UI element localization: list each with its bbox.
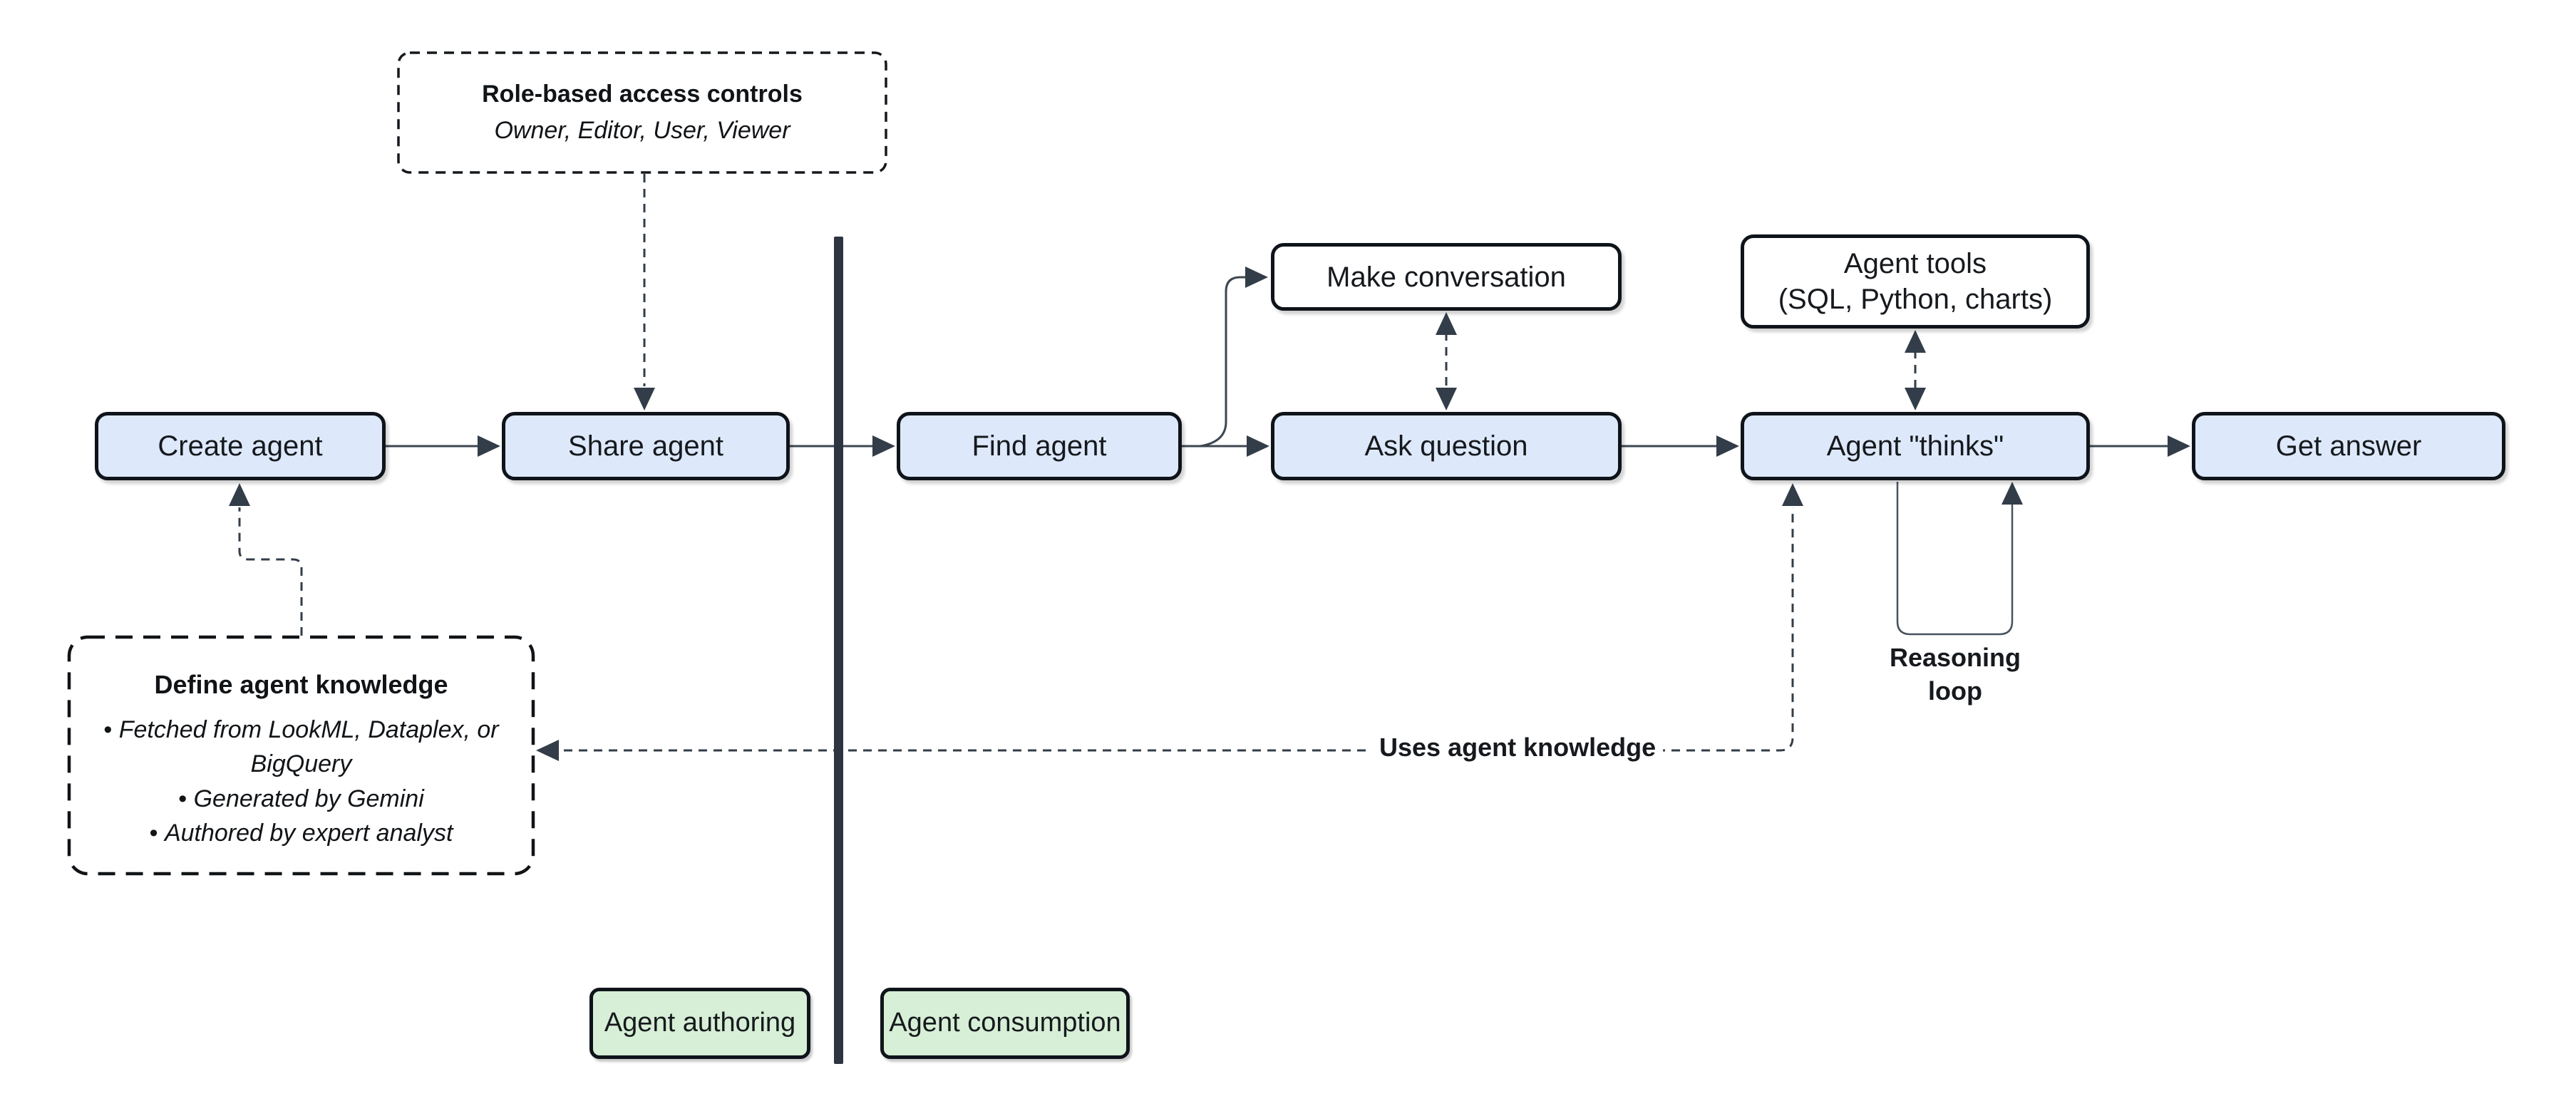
lane-label: Agent authoring: [604, 1008, 796, 1038]
note-subtitle: Owner, Editor, User, Viewer: [494, 117, 790, 144]
note-define-agent-knowledge: Define agent knowledge Fetched from Look…: [68, 636, 535, 875]
note-bullet: Authored by expert analyst: [102, 816, 501, 850]
note-bullet: Fetched from LookML, Dataplex, or BigQue…: [102, 713, 501, 782]
node-sublabel: (SQL, Python, charts): [1778, 284, 2053, 315]
note-title: Define agent knowledge: [154, 670, 448, 699]
arrow-create-to-share: [386, 435, 500, 457]
arrow-find-to-ask: [1182, 435, 1269, 457]
lane-divider: [834, 237, 843, 1064]
node-ask-question: Ask question: [1271, 412, 1622, 480]
node-label: Share agent: [568, 430, 723, 462]
rbac-note-border: [397, 51, 887, 174]
dashed-arrow-rbac-to-share: [634, 174, 655, 410]
lane-tag-agent-authoring: Agent authoring: [589, 988, 810, 1059]
arrow-find-to-make-conversation: [1200, 267, 1268, 448]
node-make-conversation: Make conversation: [1271, 243, 1622, 311]
node-label: Get answer: [2275, 430, 2422, 462]
node-create-agent: Create agent: [95, 412, 386, 480]
reasoning-loop-label: Reasoning loop: [1889, 643, 2021, 706]
node-label: Create agent: [158, 430, 323, 462]
arrow-share-to-find: [790, 435, 895, 457]
node-label: Make conversation: [1326, 261, 1566, 293]
reasoning-loop-connector: [1896, 482, 2023, 636]
dashed-double-arrow-make-ask: [1436, 312, 1457, 410]
node-get-answer: Get answer: [2192, 412, 2505, 480]
arrow-thinks-to-answer: [2090, 435, 2190, 457]
node-label: Find agent: [972, 430, 1107, 462]
node-label: Agent "thinks": [1826, 430, 2004, 462]
dashed-double-arrow-tools-thinks: [1905, 330, 1926, 410]
node-find-agent: Find agent: [897, 412, 1182, 480]
node-share-agent: Share agent: [502, 412, 790, 480]
lane-tag-agent-consumption: Agent consumption: [880, 988, 1130, 1059]
lane-label: Agent consumption: [889, 1008, 1121, 1038]
dashed-arrow-uses-knowledge: [536, 483, 1803, 761]
note-title: Role-based access controls: [482, 81, 803, 108]
node-label: Ask question: [1364, 430, 1528, 462]
dashed-arrow-knowledge-to-create: [229, 483, 303, 636]
note-bullet: Generated by Gemini: [102, 782, 501, 816]
knowledge-note-border: [67, 635, 535, 876]
node-agent-tools: Agent tools (SQL, Python, charts): [1741, 234, 2090, 329]
node-agent-thinks: Agent "thinks": [1741, 412, 2090, 480]
uses-agent-knowledge-label: Uses agent knowledge: [1372, 733, 1664, 763]
note-role-based-access: Role-based access controls Owner, Editor…: [398, 53, 886, 172]
arrow-ask-to-thinks: [1622, 435, 1739, 457]
node-label: Agent tools: [1843, 248, 1987, 279]
